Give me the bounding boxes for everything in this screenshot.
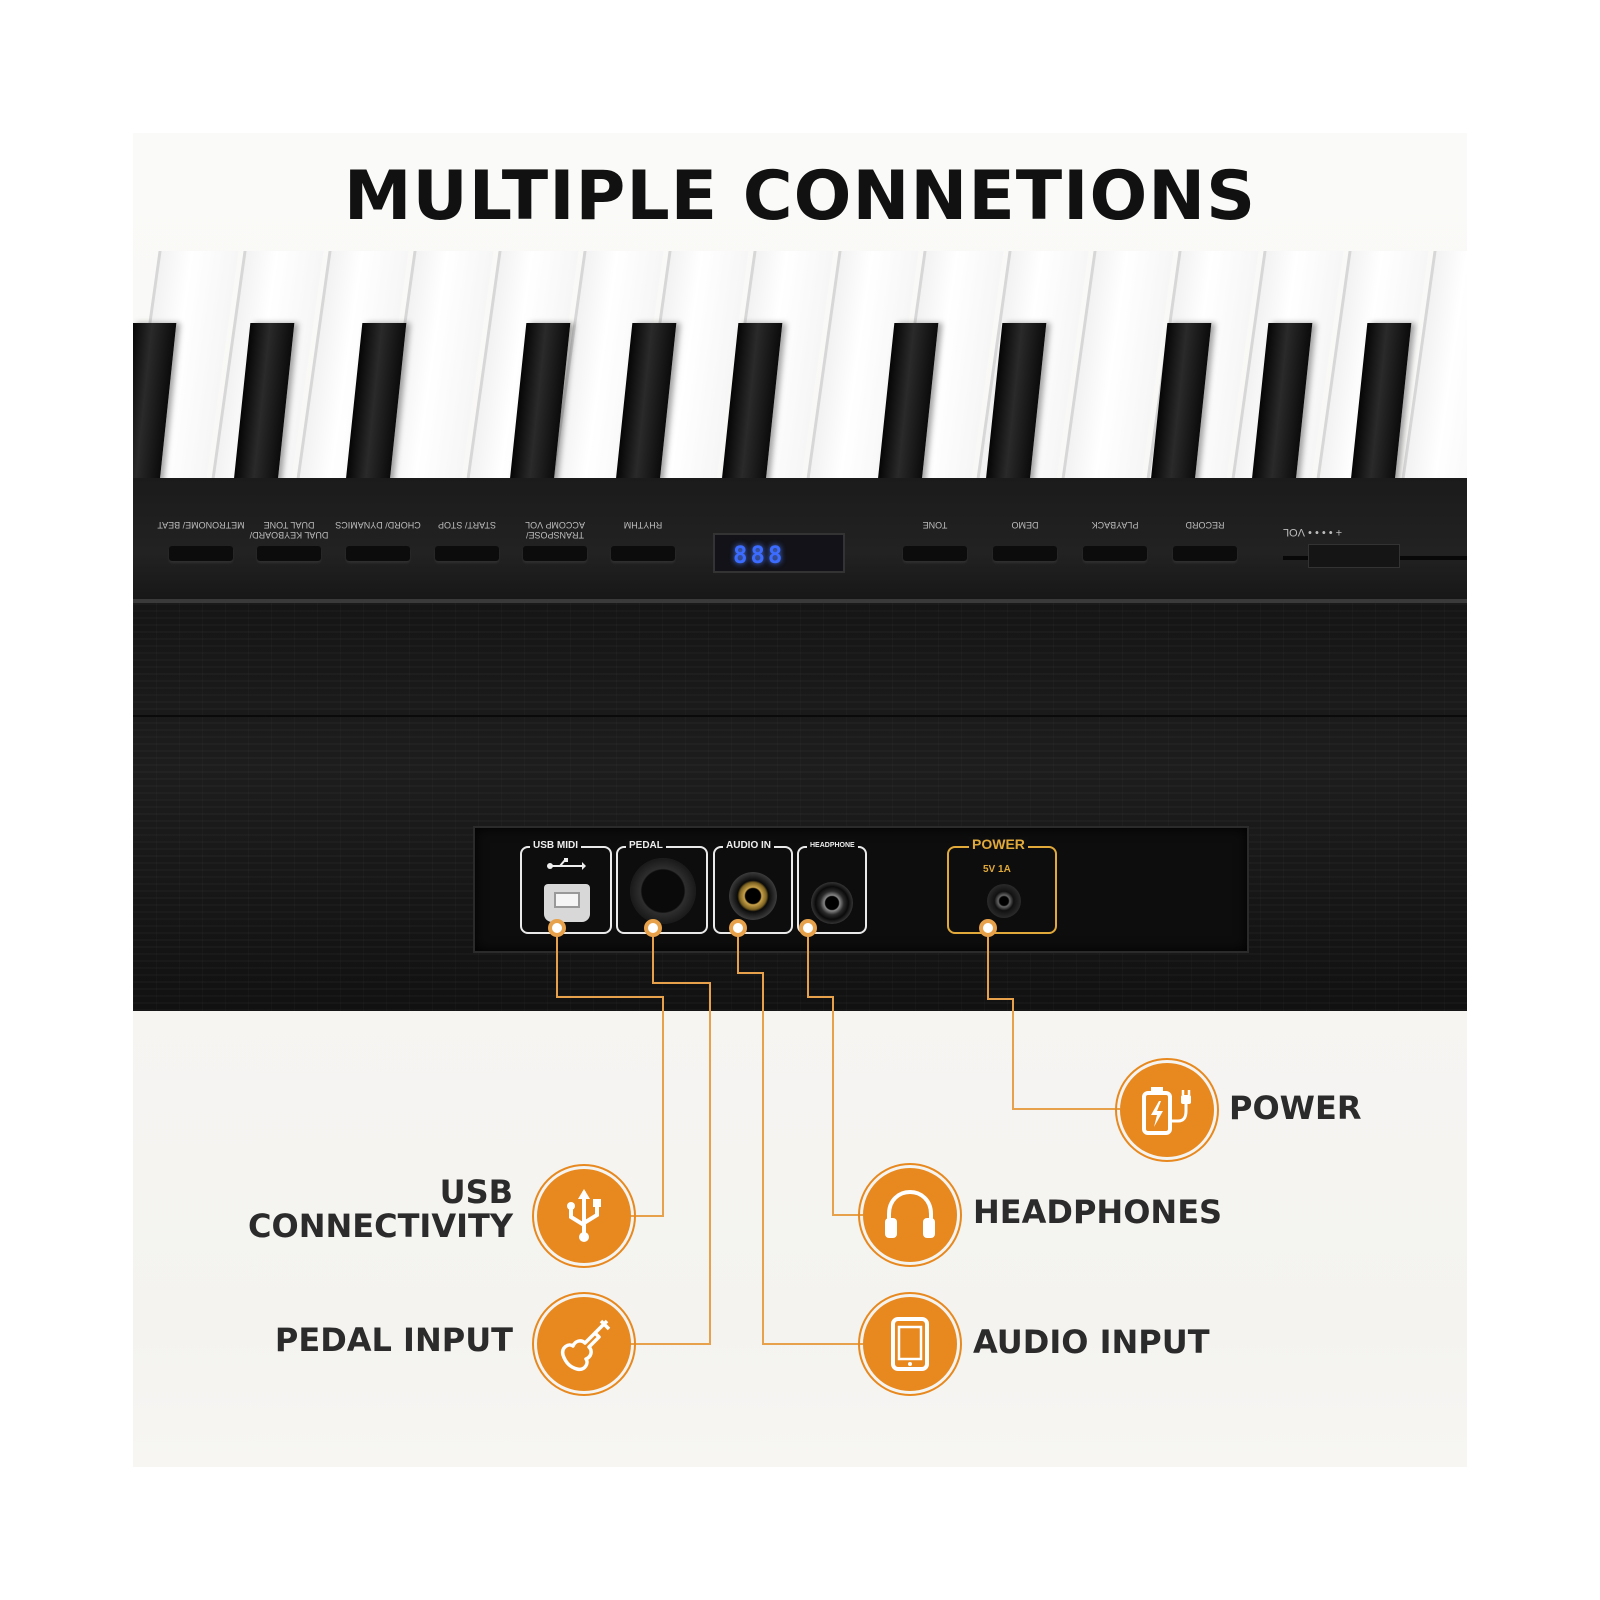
connection-panel: USB MIDI PEDAL AUDIO IN	[473, 826, 1249, 953]
transpose-button[interactable]	[523, 546, 587, 561]
volume-slider[interactable]	[1308, 544, 1400, 568]
control-panel: METRONOME/ BEAT DUAL KEYBOARD/ DUAL TONE…	[133, 478, 1467, 603]
usb-callout-line2: CONNECTIVITY	[248, 1207, 513, 1245]
usb-symbol-icon	[547, 858, 586, 870]
headphone-port[interactable]: HEADPHONE	[797, 839, 867, 934]
playback-button[interactable]	[1083, 546, 1147, 561]
usb-callout-line1: USB	[439, 1173, 513, 1211]
dual-keyboard-button[interactable]	[257, 546, 321, 561]
usb-callout-badge	[532, 1164, 636, 1268]
piano-body: USB MIDI PEDAL AUDIO IN	[133, 603, 1467, 1011]
pedal-callout-badge	[532, 1292, 636, 1396]
power-callout-badge	[1115, 1058, 1219, 1162]
dc-jack	[987, 884, 1021, 918]
power-port-label: POWER	[969, 837, 1028, 851]
audio-in-label: AUDIO IN	[723, 839, 774, 853]
din-socket	[630, 858, 696, 924]
audio-port-marker	[729, 919, 747, 937]
power-rating: 5V 1A	[983, 864, 1011, 875]
usb-callout-label: USB CONNECTIVITY	[233, 1175, 513, 1243]
pedal-label: PEDAL	[626, 839, 666, 853]
pedal-port[interactable]: PEDAL	[616, 839, 708, 934]
audio-jack	[729, 872, 777, 920]
audio-callout-badge	[858, 1292, 962, 1396]
divider	[133, 599, 1467, 603]
power-port-marker	[979, 919, 997, 937]
page-title: MULTIPLE CONNETIONS	[343, 157, 1257, 236]
headphones-icon	[885, 1189, 935, 1238]
product-image: MULTIPLE CONNETIONS METRONOME/ BEAT	[133, 133, 1467, 1467]
rhythm-button[interactable]	[611, 546, 675, 561]
usb-icon	[567, 1189, 601, 1242]
power-callout-label: POWER	[1229, 1089, 1362, 1127]
power-port[interactable]: POWER 5V 1A	[947, 837, 1057, 934]
audio-in-port[interactable]: AUDIO IN	[713, 839, 793, 934]
headphones-callout-badge	[858, 1163, 962, 1267]
guitar-icon	[560, 1319, 611, 1372]
pedal-port-marker	[644, 919, 662, 937]
usb-midi-port[interactable]: USB MIDI	[520, 839, 612, 934]
start-stop-button[interactable]	[435, 546, 499, 561]
usb-midi-label: USB MIDI	[530, 839, 581, 853]
record-button[interactable]	[1173, 546, 1237, 561]
display-value: 888	[733, 541, 786, 569]
divider	[133, 715, 1467, 717]
headphone-label: HEADPHONE	[807, 839, 858, 853]
headphone-port-marker	[799, 919, 817, 937]
headphone-jack	[811, 882, 853, 924]
usb-port-marker	[548, 919, 566, 937]
headphones-callout-label: HEADPHONES	[973, 1193, 1223, 1231]
led-display: 888	[713, 533, 845, 573]
metronome-button[interactable]	[169, 546, 233, 561]
audio-callout-label: AUDIO INPUT	[973, 1323, 1210, 1361]
usb-b-socket	[544, 884, 590, 922]
tablet-icon	[891, 1317, 929, 1371]
pedal-callout-label: PEDAL INPUT	[274, 1321, 513, 1359]
chord-button[interactable]	[346, 546, 410, 561]
demo-button[interactable]	[993, 546, 1057, 561]
tone-button[interactable]	[903, 546, 967, 561]
connector-lines	[548, 919, 1120, 1345]
battery-plug-icon	[1142, 1087, 1191, 1135]
